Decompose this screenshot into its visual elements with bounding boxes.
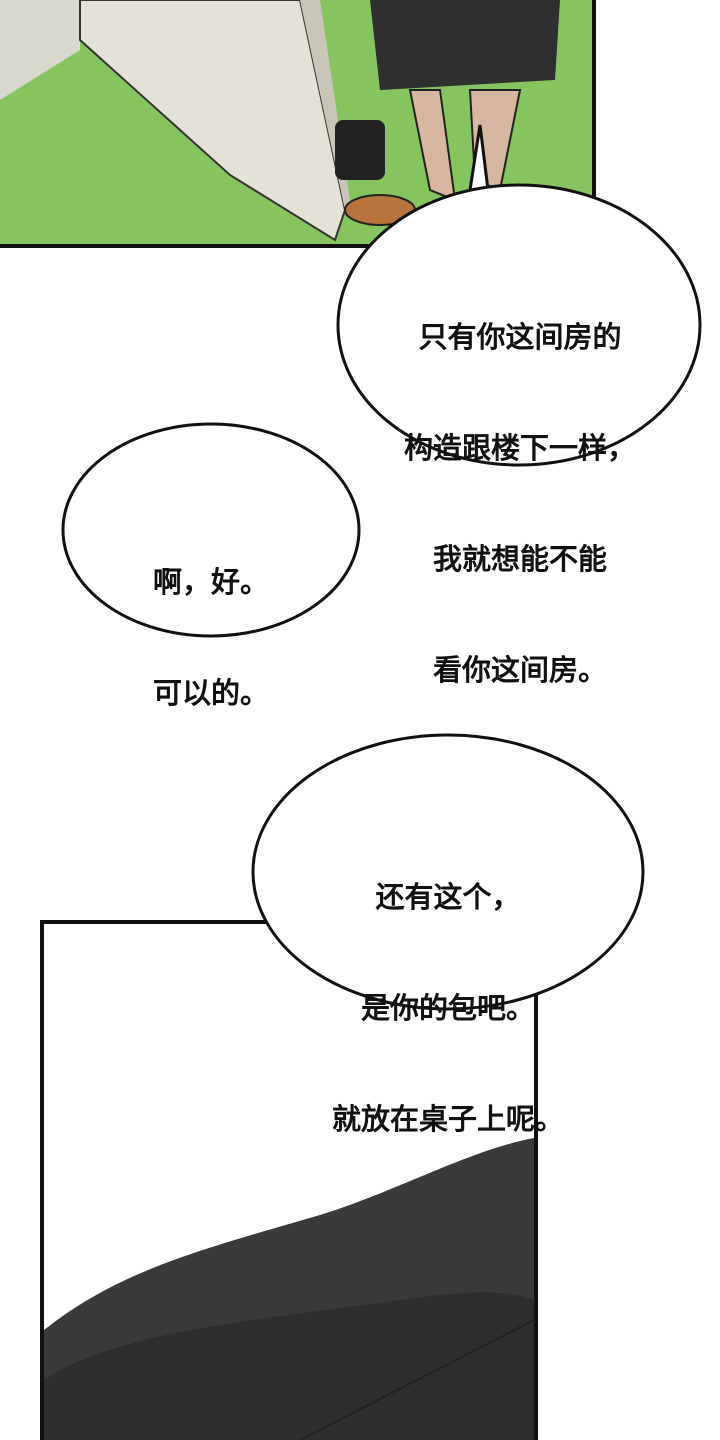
text-line: 构造跟楼下一样，	[403, 431, 636, 465]
text-line: 就放在桌子上呢。	[331, 1102, 564, 1136]
text-line: 我就想能不能	[432, 542, 607, 576]
speech-bubble-3	[251, 733, 645, 1011]
text-line: 啊，好。	[152, 565, 269, 599]
text-line: 还有这个，	[375, 880, 521, 914]
text-line: 看你这间房。	[432, 653, 607, 687]
bubble-1-text: 只有你这间房的 构造跟楼下一样， 我就想能不能 看你这间房。	[370, 245, 670, 726]
top-panel	[0, 0, 596, 248]
text-line: 是你的包吧。	[360, 991, 535, 1025]
bubble-3-text: 还有这个， 是你的包吧。 就放在桌子上呢。	[298, 805, 598, 1175]
bubble-2-text: 啊，好。 可以的。	[81, 490, 341, 749]
text-line: 只有你这间房的	[418, 320, 622, 354]
speech-bubble-2	[61, 422, 361, 638]
text-line: 可以的。	[152, 676, 269, 710]
speech-bubble-1	[336, 124, 702, 467]
